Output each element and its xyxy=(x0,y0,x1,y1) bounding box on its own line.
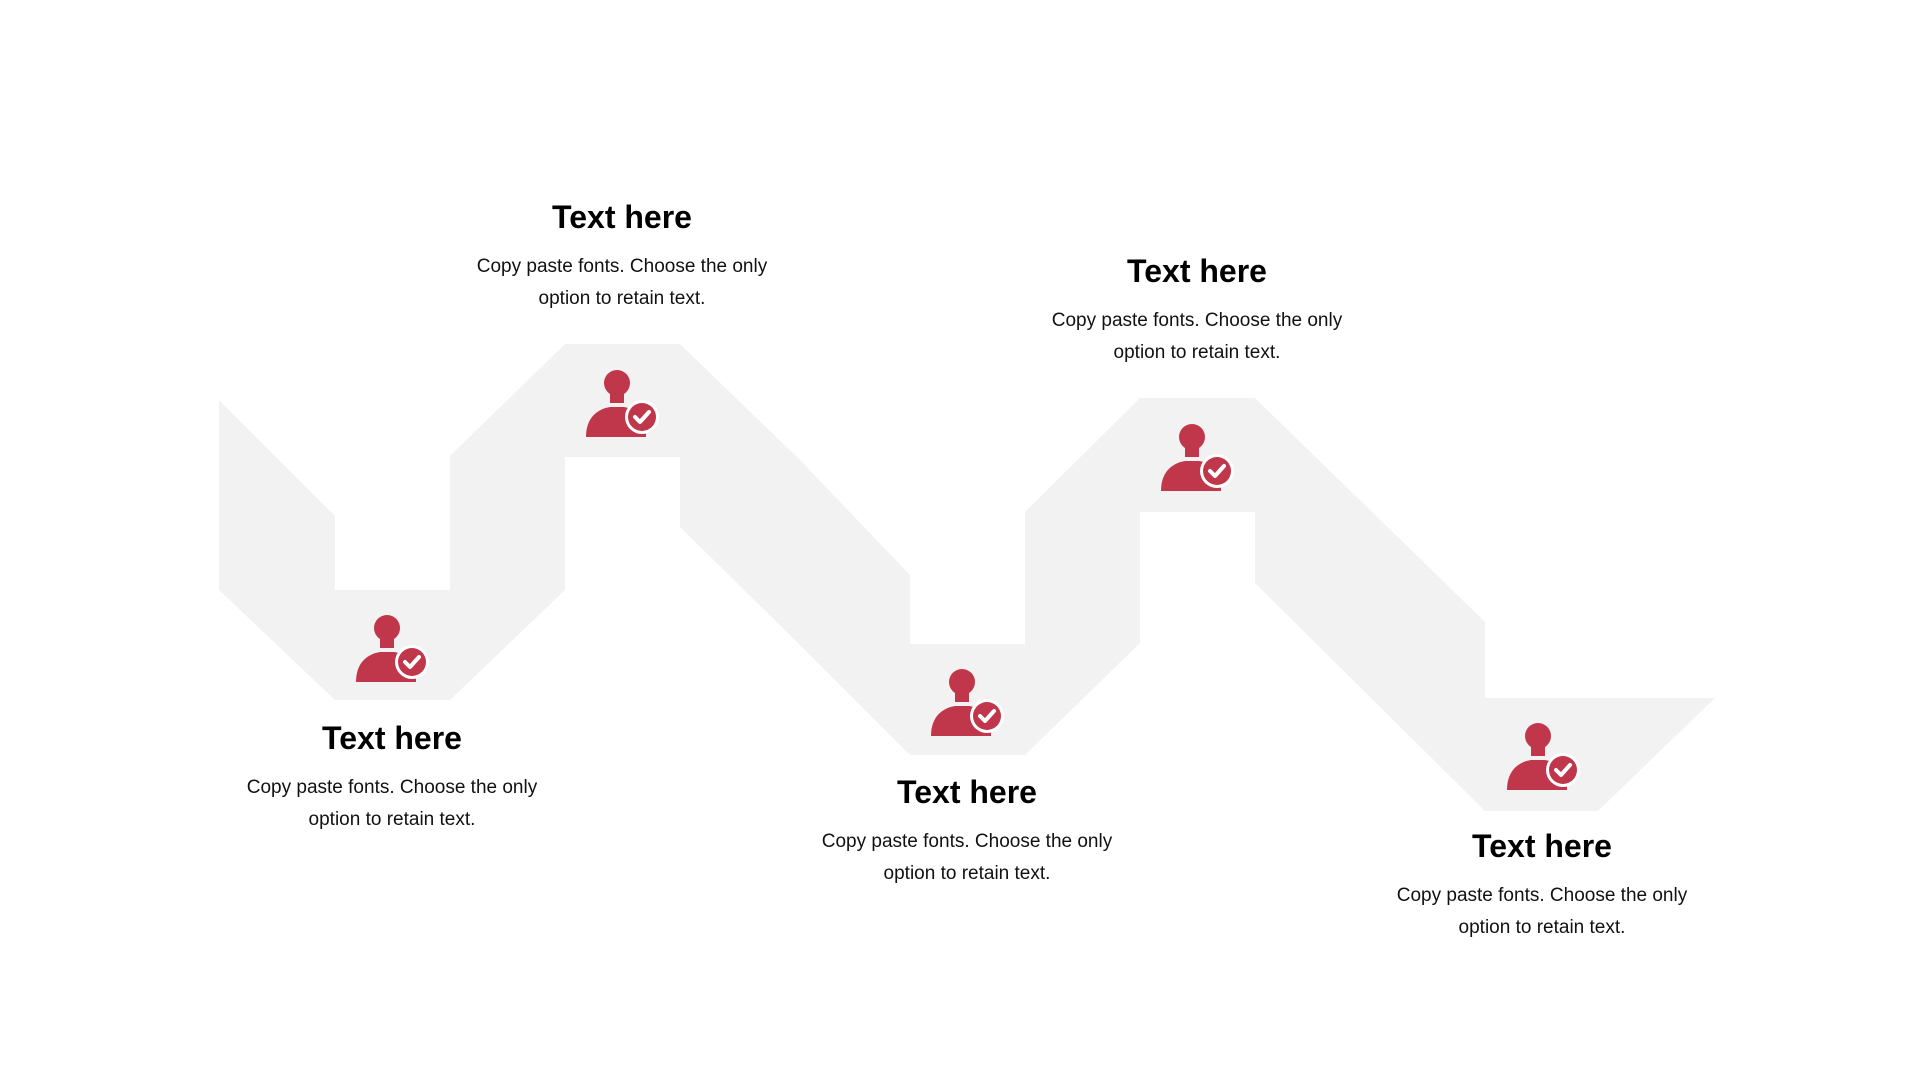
step-5: Text here Copy paste fonts. Choose the o… xyxy=(1372,826,1712,944)
user-check-icon xyxy=(1159,421,1235,491)
step-title: Text here xyxy=(322,720,462,756)
user-check-icon xyxy=(1505,720,1581,790)
step-description: Copy paste fonts. Choose the only option… xyxy=(1396,885,1688,938)
step-description: Copy paste fonts. Choose the only option… xyxy=(821,831,1113,884)
step-description: Copy paste fonts. Choose the only option… xyxy=(246,777,538,830)
step-4: Text here Copy paste fonts. Choose the o… xyxy=(1027,251,1367,369)
step-description: Copy paste fonts. Choose the only option… xyxy=(1051,310,1343,363)
step-2: Text here Copy paste fonts. Choose the o… xyxy=(452,197,792,315)
step-title: Text here xyxy=(1472,828,1612,864)
step-1: Text here Copy paste fonts. Choose the o… xyxy=(222,718,562,836)
step-description: Copy paste fonts. Choose the only option… xyxy=(476,256,768,309)
user-check-icon xyxy=(354,612,430,682)
step-title: Text here xyxy=(552,199,692,235)
user-check-icon xyxy=(584,367,660,437)
user-check-icon xyxy=(929,666,1005,736)
step-title: Text here xyxy=(1127,253,1267,289)
step-3: Text here Copy paste fonts. Choose the o… xyxy=(797,772,1137,890)
step-title: Text here xyxy=(897,774,1037,810)
